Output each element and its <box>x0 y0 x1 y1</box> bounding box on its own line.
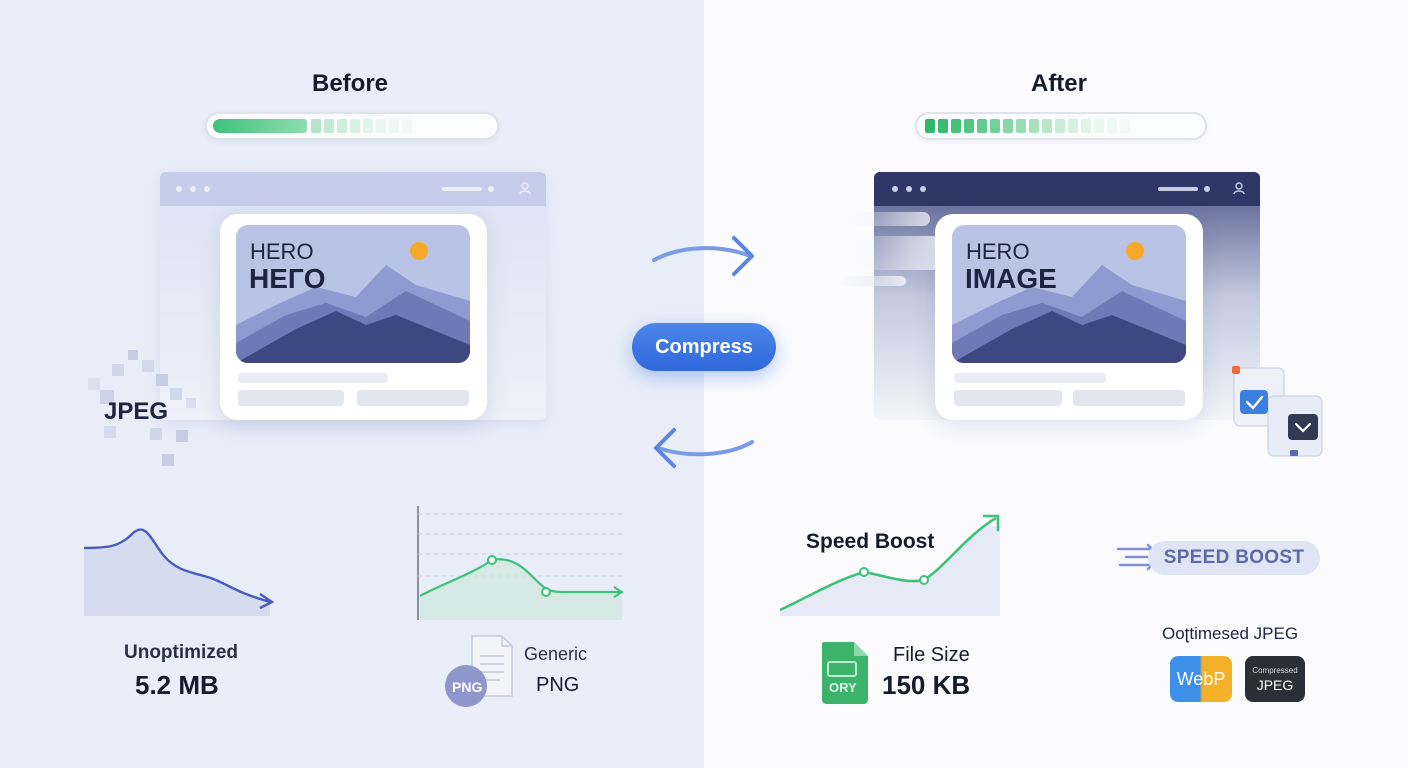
before-hero-image: HERO HEГO <box>236 225 470 363</box>
placeholder-block <box>238 390 344 406</box>
arrow-right-icon <box>652 236 754 276</box>
placeholder-line <box>238 373 388 383</box>
arrow-left-icon <box>654 428 754 468</box>
after-progress-bar <box>915 112 1207 140</box>
compress-button[interactable]: Compress <box>632 323 776 371</box>
before-progress-fill <box>213 119 307 133</box>
before-trend-chart <box>83 528 275 616</box>
after-size-value: 150 KB <box>882 670 971 700</box>
generic-chart <box>417 506 624 620</box>
sun-icon <box>1126 242 1144 260</box>
before-size-value: 5.2 MB <box>135 670 219 700</box>
png-file-badge: PNG <box>452 679 483 695</box>
jpeg-tag: JPEG <box>104 398 169 425</box>
speed-boost-chart <box>779 514 1000 616</box>
before-size-label: Unoptimized <box>124 642 238 663</box>
compressed-format-label: JPEG <box>1256 676 1294 693</box>
placeholder-block <box>357 390 469 406</box>
after-hero-image: HERO IMAGE <box>952 225 1186 363</box>
generic-label: Generic <box>524 644 588 664</box>
png-file-icon <box>445 635 513 707</box>
placeholder-block <box>1073 390 1185 406</box>
after-title: After <box>1030 70 1087 97</box>
placeholder-block <box>954 390 1062 406</box>
after-size-label: File Size <box>893 644 970 666</box>
before-title: Before <box>311 70 389 97</box>
compressed-small-label: Compressed <box>1252 665 1298 675</box>
compressed-jpeg-badge: Compressed JPEG <box>1245 656 1305 702</box>
speed-boost-pill: SPEED BOOST <box>1148 541 1320 575</box>
browser-title-bar <box>874 172 1260 206</box>
browser-title-bar <box>160 172 546 206</box>
before-hero-line2: HEГO <box>249 263 326 294</box>
placeholder-line <box>954 373 1106 383</box>
optimized-files-icon <box>1232 366 1323 457</box>
optimized-file-badge: ORY <box>829 680 857 695</box>
optimized-format-title: Ooʈtimesed JPEG <box>1162 624 1299 643</box>
webp-badge-label: WebP <box>1176 668 1226 689</box>
webp-badge: WebP <box>1170 656 1232 702</box>
user-icon[interactable] <box>518 181 532 200</box>
sun-icon <box>410 242 428 260</box>
user-icon[interactable] <box>1232 181 1246 200</box>
after-hero-line1: HERO <box>966 239 1030 264</box>
generic-format: PNG <box>536 674 580 696</box>
after-hero-line2: IMAGE <box>965 263 1057 294</box>
before-hero-line1: HERO <box>250 239 314 264</box>
optimized-file-icon <box>822 642 868 704</box>
speed-boost-label: Speed Boost <box>806 530 935 553</box>
before-progress-bar <box>205 112 499 140</box>
